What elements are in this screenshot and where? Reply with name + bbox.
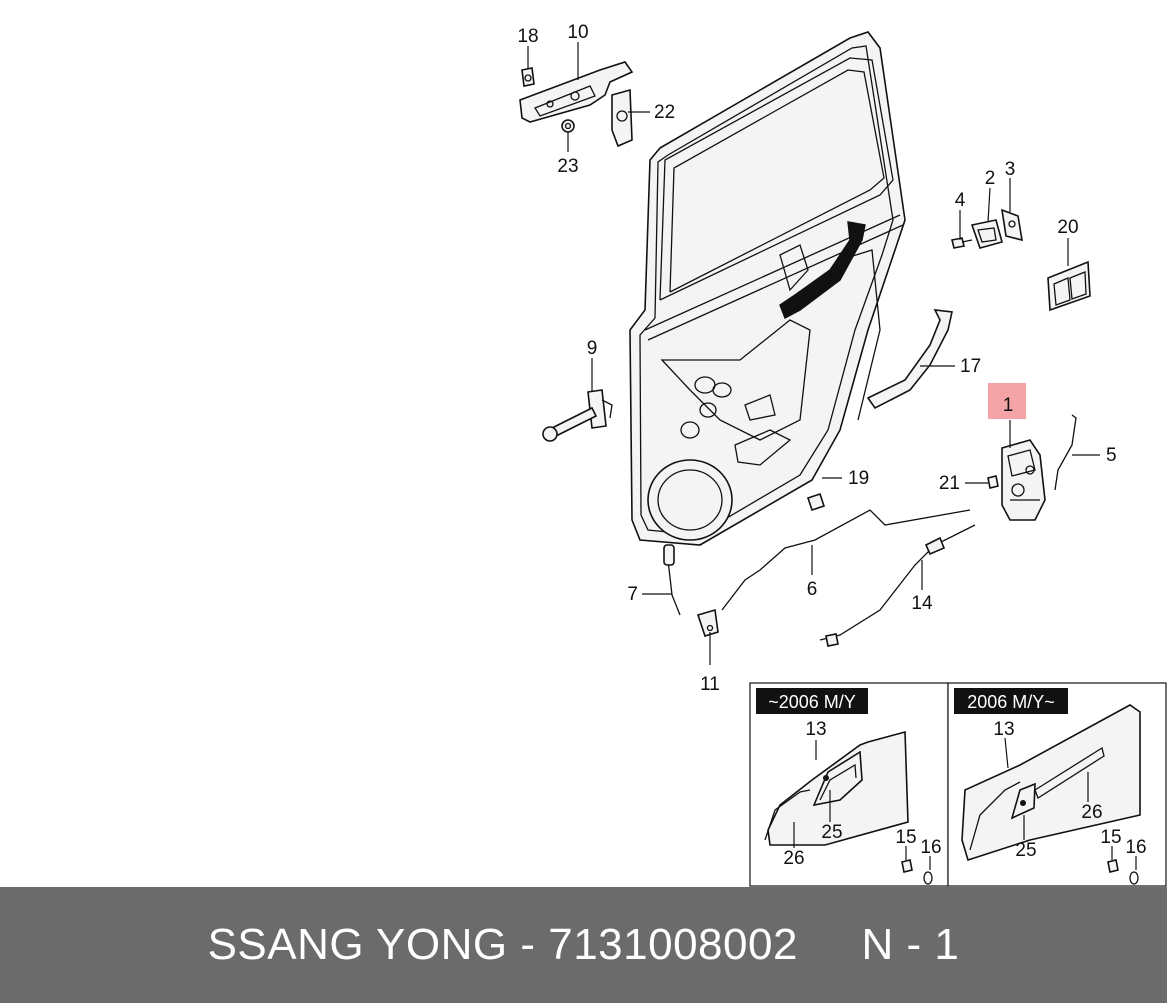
callout-7: 7: [627, 584, 638, 605]
striker-2: [970, 219, 1003, 249]
inset-right-label-15: 15: [1100, 827, 1121, 848]
child-lock-label-20: [1047, 260, 1091, 312]
callout-6: 6: [807, 579, 818, 600]
rod-5: [1054, 414, 1077, 491]
inset-left: ~2006 M/Y 13 25 26 15 16: [749, 682, 949, 887]
inset-left-label-13: 13: [805, 719, 826, 740]
bolt-4: [951, 237, 973, 249]
inset-right-label-26: 26: [1081, 802, 1102, 823]
inset-left-label-15: 15: [895, 827, 916, 848]
plate-3: [1001, 208, 1023, 242]
nut-23: [561, 119, 575, 133]
callout-2: 2: [985, 168, 996, 189]
clip-19: [806, 492, 826, 512]
callout-3: 3: [1005, 159, 1016, 180]
callout-18: 18: [517, 26, 538, 47]
callout-14: 14: [911, 593, 933, 614]
inset-left-title: ~2006 M/Y: [768, 692, 856, 712]
rod-7: [663, 544, 681, 616]
door-check-9: [542, 389, 613, 442]
callout-23: 23: [557, 156, 578, 177]
inset-right-title: 2006 M/Y~: [967, 692, 1055, 712]
callout-4: 4: [955, 190, 966, 211]
bracket-11: [696, 608, 719, 637]
inset-left-label-25: 25: [821, 822, 842, 843]
callout-5: 5: [1106, 445, 1117, 466]
callout-9: 9: [587, 338, 598, 359]
inset-right-label-25: 25: [1015, 840, 1036, 861]
callout-10: 10: [567, 22, 588, 43]
outside-handle-10: [519, 61, 634, 123]
cable-14: [819, 524, 976, 647]
screw-21: [987, 475, 999, 489]
door-latch-1: [1001, 439, 1046, 521]
clip-18: [521, 67, 535, 87]
part-number-caption: SSANG YONG - 7131008002 N - 1: [207, 920, 960, 969]
window-regulator-channel: [779, 221, 866, 319]
footer-bar: SSANG YONG - 7131008002 N - 1: [0, 887, 1167, 1003]
inset-left-label-16: 16: [920, 837, 941, 858]
inset-left-label-26: 26: [783, 848, 804, 869]
bracket-22: [611, 88, 633, 148]
callout-19: 19: [848, 468, 869, 489]
cable-guide-17: [866, 309, 953, 410]
part-1-highlight: [988, 383, 1026, 419]
callout-11: 11: [700, 674, 720, 695]
door-parts-diagram: 18 10 22 23 4 2 3 20 9 17 1 5 21 19 7 6 …: [517, 22, 1167, 887]
inset-right-label-16: 16: [1125, 837, 1146, 858]
callout-21: 21: [939, 473, 960, 494]
rear-door-panel: [629, 31, 906, 546]
inset-right: 2006 M/Y~ 13 26 25 15 16: [947, 682, 1167, 887]
inset-right-label-13: 13: [993, 719, 1014, 740]
callout-1: 1: [1003, 395, 1014, 416]
cable-rod-6: [721, 509, 971, 611]
callout-22: 22: [654, 102, 675, 123]
callout-17: 17: [960, 356, 981, 377]
callout-20: 20: [1057, 217, 1078, 238]
